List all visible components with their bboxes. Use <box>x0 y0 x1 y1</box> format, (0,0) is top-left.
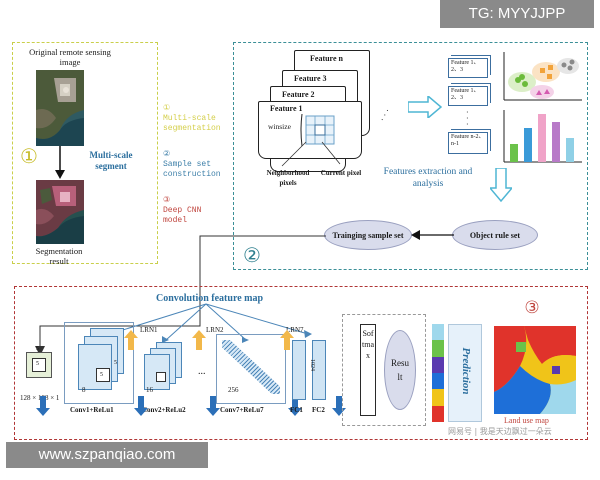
legend-text-3: Deep CNN model <box>163 206 202 225</box>
conv1-layer-front <box>78 344 112 390</box>
class-color-4 <box>432 372 444 390</box>
convolution-feature-map-title: Convolution feature map <box>156 293 264 304</box>
lrn-up-arrows <box>124 330 294 350</box>
land-use-map-label: Land use map <box>504 416 549 425</box>
analysis-down-arrow <box>490 168 512 202</box>
class-color-6 <box>432 405 444 422</box>
conv7-channels: 256 <box>228 386 239 394</box>
analysis-right-arrow <box>408 96 442 118</box>
current-pixel-label: Current pixel <box>320 169 362 177</box>
conv2-kernel <box>156 372 166 382</box>
panel2-number: ② <box>243 245 261 267</box>
input-size-label: 128 × 128 × 1 <box>20 394 60 402</box>
features-analysis-label: Features extraction and analysis <box>383 167 473 189</box>
feature-card-3-label: Feature 3 <box>294 74 327 83</box>
bottom-banner: www.szpanqiao.com <box>6 442 208 468</box>
feature-card-2-label: Feature 2 <box>282 90 315 99</box>
legend-item-3: ③ Deep CNN model <box>163 196 229 226</box>
training-sample-set: Trainging sample set <box>324 220 412 250</box>
feature-card-1 <box>258 101 362 159</box>
conv1-kernel-label-inner: 5 <box>100 372 103 378</box>
segmentation-result-image <box>36 180 84 244</box>
softmax-box <box>360 324 376 416</box>
rule-to-sample-arrow <box>411 230 454 240</box>
result-node: Result <box>384 330 416 410</box>
class-color-1 <box>432 324 444 341</box>
original-satellite-image <box>36 70 84 146</box>
prediction-label: Prediction <box>460 347 472 395</box>
panel1-number: ① <box>20 146 38 168</box>
fc1-label: FC1 <box>290 406 303 414</box>
fc2-label: FC2 <box>312 406 325 414</box>
panel-sample-construction <box>233 42 588 270</box>
lrn1-label: LRN1 <box>140 326 158 334</box>
legend-item-2: ② Sample set construction <box>163 150 229 180</box>
prediction-color-strip <box>432 324 444 422</box>
mini-card-1: Feature 1、2、3 <box>448 58 488 78</box>
conv2-label: Conv2+ReLu2 <box>142 406 186 414</box>
conv1-kernel <box>96 368 110 382</box>
fc1-layer <box>292 340 306 400</box>
class-color-3 <box>432 356 444 373</box>
legend-num-2: ② <box>163 150 171 159</box>
object-rule-set: Object rule set <box>452 220 538 250</box>
mini-card-3: Feature n-2、n-1 <box>448 132 488 154</box>
softmax-label: Softmax <box>362 329 374 360</box>
segmentation-result-label: Segmentation result <box>35 246 83 266</box>
segment-arrow <box>55 146 65 179</box>
feature-card-1-label: Feature 1 <box>270 104 303 113</box>
downsample-arrows <box>36 396 346 416</box>
winsize-label: winsize <box>268 122 291 131</box>
conv7-label: Conv7+ReLu7 <box>220 406 264 414</box>
conv7-group-box <box>216 334 286 404</box>
top-banner: TG: MYYJJPP <box>440 0 594 28</box>
legend-num-3: ③ <box>163 196 171 205</box>
original-image-label: Original remote sensing image <box>29 47 111 67</box>
conv1-kernel-label-top: 5 <box>114 360 117 366</box>
conv2-channels: 16 <box>146 386 153 394</box>
sample-to-input-connector <box>35 235 326 356</box>
panel-cnn-model <box>14 286 588 440</box>
lrn2-label: LRN2 <box>206 326 224 334</box>
mini-card-2: Feature 1、2、3 <box>448 86 488 106</box>
input-sample-inner <box>32 358 46 372</box>
panel3-number: ③ <box>524 298 540 317</box>
fc-size-label: 1024 <box>309 359 315 371</box>
window-grid <box>300 113 335 147</box>
class-color-5 <box>432 389 444 406</box>
legend-text-1: Multi-scale segmentation <box>163 114 221 133</box>
legend-item-1: ① Multi-scale segmentation <box>163 104 229 134</box>
neighborhood-pixels-label: Neighborhood pixels <box>266 169 310 187</box>
feature-card-n-label: Feature n <box>310 54 343 63</box>
panel-segmentation <box>12 42 158 264</box>
mini-card-dots: ··· <box>466 108 469 129</box>
lrn7-label: LRN7 <box>286 326 304 334</box>
bottom-banner-text: www.szpanqiao.com <box>38 446 176 463</box>
input-k-inner: 5 <box>36 361 39 367</box>
multi-scale-segment-label: Multi-scale segment <box>89 150 133 171</box>
softmax-group-box <box>342 314 426 426</box>
class-color-2 <box>432 340 444 357</box>
land-use-map <box>494 326 576 414</box>
scatter-cluster-plot <box>503 52 582 101</box>
watermark-text: 网易号 | 我是天边飘过一朵云 <box>448 427 552 436</box>
prediction-label-box <box>448 324 482 422</box>
conv1-group-box <box>64 322 134 404</box>
top-banner-text: TG: MYYJJPP <box>468 5 566 22</box>
label-leader-lines <box>281 141 341 167</box>
input-k-top: 5 <box>36 346 39 352</box>
conv1-label: Conv1+ReLu1 <box>70 406 114 414</box>
fc2-layer <box>312 340 326 400</box>
layer-ellipsis: ... <box>198 366 206 377</box>
conv1-channels: 8 <box>82 386 86 394</box>
feature-bar-plot <box>503 110 582 163</box>
legend-num-1: ① <box>163 104 171 113</box>
legend-text-2: Sample set construction <box>163 160 221 179</box>
